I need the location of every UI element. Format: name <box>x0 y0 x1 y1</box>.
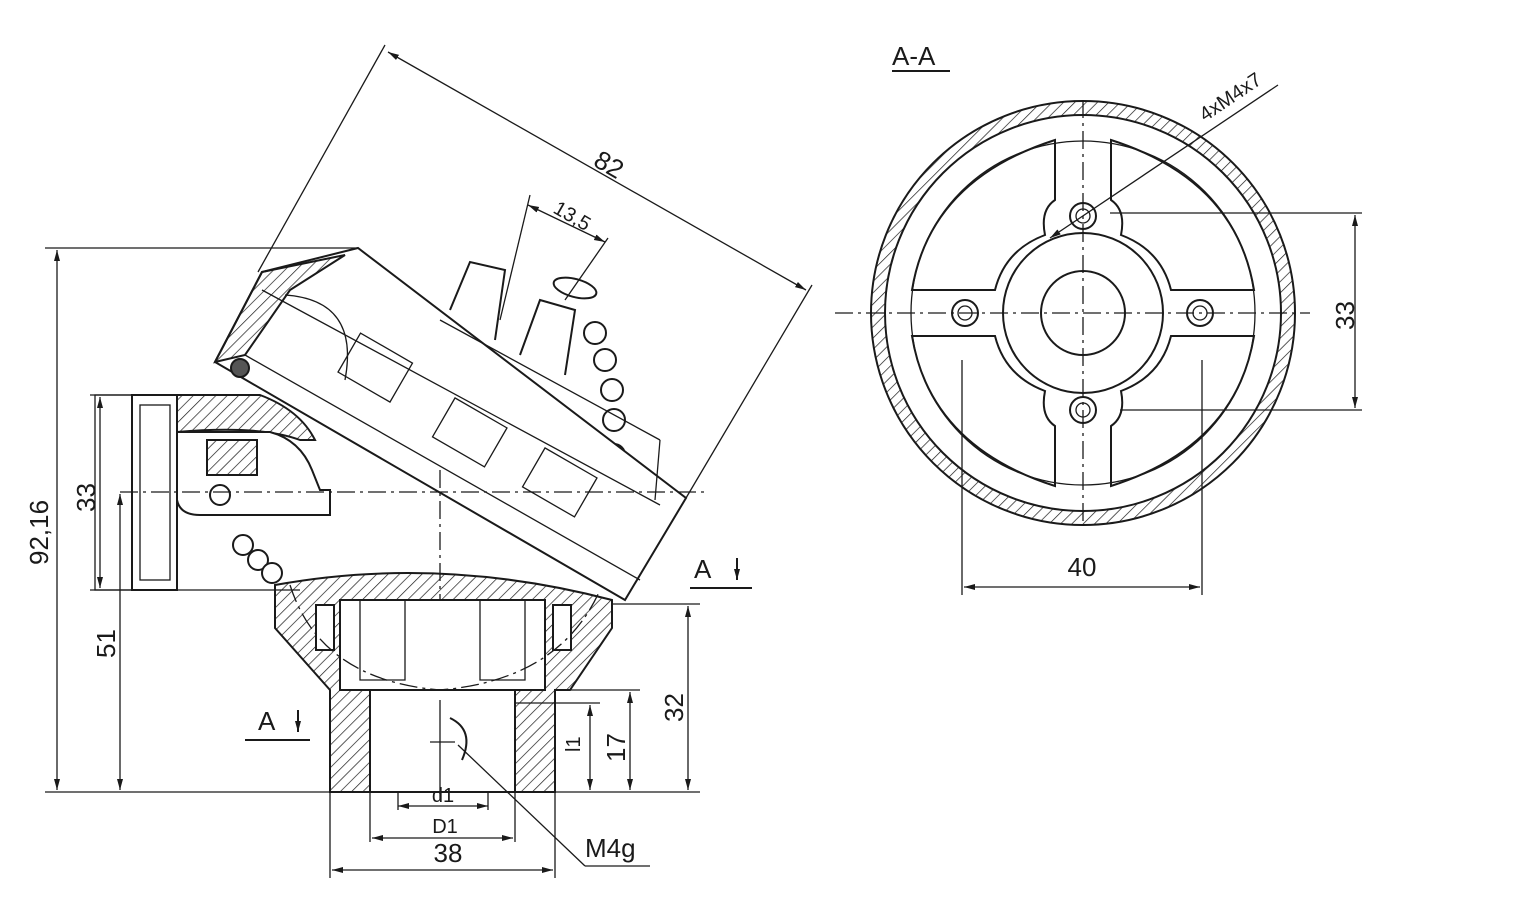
dim-l1: l1 <box>563 736 585 752</box>
dim-92-16: 92,16 <box>24 500 54 565</box>
section-marker-top: A <box>690 554 752 589</box>
dim-33-right: 33 <box>1330 301 1360 330</box>
dim-82: 82 <box>589 144 629 184</box>
dim-33-left: 33 <box>71 483 101 512</box>
section-view: A-A 4xM4x7 33 <box>835 41 1362 595</box>
dim-17: 17 <box>601 733 631 762</box>
base-body <box>274 572 613 800</box>
dim-D1: D1 <box>432 816 458 838</box>
side-view: 82 13,5 92,16 33 51 32 17 l1 <box>24 44 813 878</box>
rib-windows <box>910 138 1256 488</box>
dim-13-5: 13,5 <box>550 197 595 236</box>
dim-d1: d1 <box>432 785 454 807</box>
dim-m4g: M4g <box>585 833 636 863</box>
dim-32: 32 <box>659 693 689 722</box>
dim-38: 38 <box>434 838 463 868</box>
svg-text:A: A <box>694 554 712 584</box>
section-title: A-A <box>892 41 936 71</box>
section-marker-bottom: A <box>245 706 310 741</box>
svg-text:A: A <box>258 706 276 736</box>
terminal-head <box>213 246 688 602</box>
dimensions: 82 13,5 92,16 33 51 32 17 l1 <box>24 44 813 878</box>
dim-40: 40 <box>1068 552 1097 582</box>
dim-51: 51 <box>91 629 121 658</box>
